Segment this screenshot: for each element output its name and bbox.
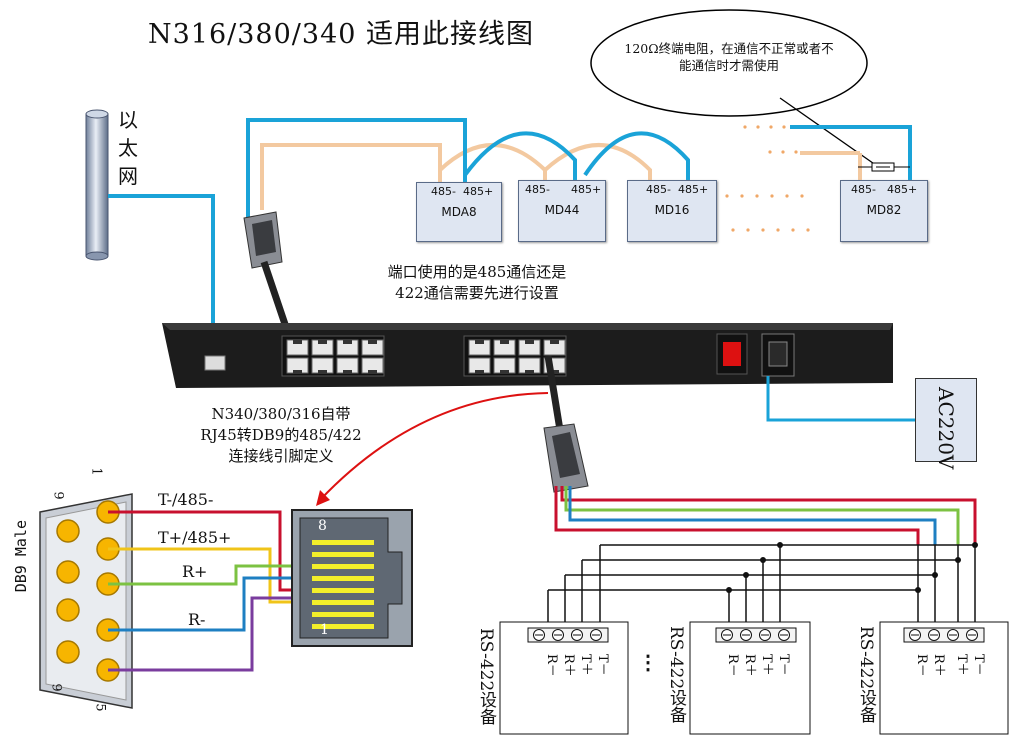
cable-note-line2: RJ45转DB9的485/422 xyxy=(200,426,362,444)
module-md82: 485- 485+ MD82 xyxy=(840,180,928,242)
device-2-r-plus: R＋ xyxy=(742,654,757,677)
module-md44: 485- 485+ MD44 xyxy=(518,180,606,242)
callout-line1: 120Ω终端电阻，在通信不正常或者不 xyxy=(624,41,834,56)
db9-pin-9-bottom-label: 9 xyxy=(48,683,64,692)
rj45-contact-icon xyxy=(312,564,374,569)
callout-pointer xyxy=(779,97,881,169)
rj45-contact-icon xyxy=(312,552,374,557)
db9-pin-icon xyxy=(56,560,80,584)
db9-connector-bottom-icon xyxy=(543,423,589,493)
page-title: N316/380/340 适用此接线图 xyxy=(148,19,535,50)
db9-pin-1-label: 1 xyxy=(88,467,104,476)
module-md16-name: MD16 xyxy=(654,203,690,217)
rj45-contact-icon xyxy=(312,540,374,545)
bus-cable-tan xyxy=(260,143,442,210)
ethernet-pole-icon xyxy=(85,109,109,261)
db9-male-connector xyxy=(39,493,133,709)
rj45-pin-1-label: 1 xyxy=(320,622,329,638)
module-md44-minus: 485- xyxy=(525,183,550,196)
rj45-contacts xyxy=(312,540,374,629)
ethernet-cable xyxy=(108,194,215,356)
port-note-line2: 422通信需要先进行设置 xyxy=(395,284,559,302)
wire-label-r-minus: R- xyxy=(188,610,206,629)
wire-label-t-plus: T+/485+ xyxy=(158,528,232,547)
device-3-r-plus: R＋ xyxy=(931,654,946,677)
rj45-port-grid xyxy=(286,339,566,374)
pointer-arrow xyxy=(319,392,549,501)
power-cable xyxy=(766,376,915,422)
device-3-t-minus: T－ xyxy=(971,654,986,676)
rj45-contact-icon xyxy=(312,576,374,581)
module-md82-minus: 485- xyxy=(851,183,876,196)
terminal-block-icon xyxy=(527,627,609,643)
device-3-label: RS-422设备 xyxy=(856,626,876,724)
callout-line2: 能通信时才需使用 xyxy=(678,58,779,73)
device-1-r-plus: R＋ xyxy=(561,654,576,677)
rs422-bus-lines xyxy=(547,544,976,628)
cable-note: N340/380/316自带 RJ45转DB9的485/422 连接线引脚定义 xyxy=(186,404,376,467)
cable-to-db9 xyxy=(544,355,564,431)
module-mda8-name: MDA8 xyxy=(441,205,477,219)
power-input-box: AC220V xyxy=(915,378,977,469)
callout: 120Ω终端电阻，在通信不正常或者不 能通信时才需使用 xyxy=(590,10,868,116)
cable-note-line1: N340/380/316自带 xyxy=(211,405,351,423)
rj45-contact-icon xyxy=(312,600,374,605)
port-note-line1: 端口使用的是485通信还是 xyxy=(387,263,567,281)
device-ellipsis: ⋮ xyxy=(638,650,658,674)
device-2-t-plus: T＋ xyxy=(759,654,774,676)
port-note: 端口使用的是485通信还是 422通信需要先进行设置 xyxy=(352,262,602,304)
module-md44-plus: 485+ xyxy=(571,183,602,196)
wire-label-r-plus: R+ xyxy=(182,562,208,581)
rj45-pin-8-label: 8 xyxy=(318,518,327,534)
device-1-t-plus: T＋ xyxy=(578,654,593,676)
db9-pin-9-top-label: 9 xyxy=(50,491,66,500)
ethernet-label: 以太网 xyxy=(118,108,138,188)
db9-pin-grid xyxy=(56,500,120,682)
module-md82-name: MD82 xyxy=(866,203,902,217)
bus-cable-blue xyxy=(246,118,467,225)
db9-pin-icon xyxy=(56,598,80,622)
device-2-r-minus: R－ xyxy=(725,654,740,677)
module-md44-name: MD44 xyxy=(544,203,580,217)
db9-pin-icon xyxy=(56,519,80,543)
device-1-label: RS-422设备 xyxy=(476,628,496,726)
cable-note-line3: 连接线引脚定义 xyxy=(228,447,334,465)
device-2-t-minus: T－ xyxy=(776,654,791,676)
terminal-blocks xyxy=(527,627,985,643)
device-3-t-plus: T＋ xyxy=(954,654,969,676)
module-md16-minus: 485- xyxy=(646,183,671,196)
db9-pin-icon xyxy=(56,640,80,664)
db9-pin-5-label: 5 xyxy=(92,703,108,712)
terminal-block-icon xyxy=(903,627,985,643)
device-2-label: RS-422设备 xyxy=(666,626,686,724)
module-mda8-plus: 485+ xyxy=(463,185,494,198)
module-mda8: 485- 485+ MDA8 xyxy=(416,182,502,242)
module-md16-plus: 485+ xyxy=(678,183,709,196)
rj45-contact-icon xyxy=(312,624,374,629)
device-1-r-minus: R－ xyxy=(544,654,559,677)
rj45-contact-icon xyxy=(312,612,374,617)
wire-label-t-minus: T-/485- xyxy=(158,490,214,509)
module-mda8-minus: 485- xyxy=(431,185,456,198)
terminal-resistor-icon xyxy=(858,162,910,172)
continuation-dots xyxy=(725,125,810,232)
device-1-t-minus: T－ xyxy=(595,654,610,676)
terminal-block-icon xyxy=(715,627,797,643)
module-md82-plus: 485+ xyxy=(887,183,918,196)
module-md16: 485- 485+ MD16 xyxy=(627,180,717,242)
power-label: AC220V xyxy=(934,387,958,470)
rj45-contact-icon xyxy=(312,588,374,593)
device-3-r-minus: R－ xyxy=(914,654,929,677)
callout-bubble xyxy=(590,9,868,117)
db9-label: DB9 Male xyxy=(12,520,30,593)
